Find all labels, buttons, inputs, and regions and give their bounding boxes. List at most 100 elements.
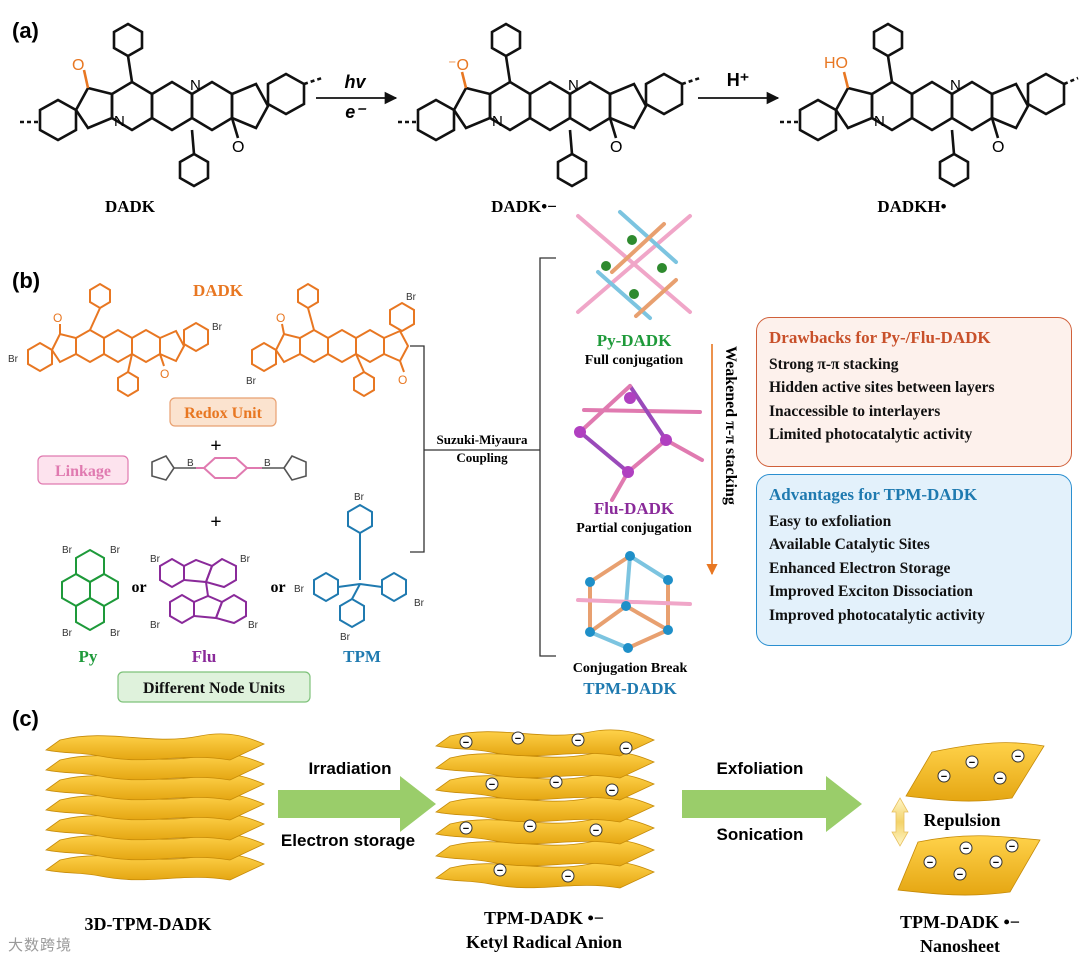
charge: − bbox=[463, 823, 469, 835]
advantages-title: Advantages for TPM-DADK bbox=[769, 485, 978, 504]
monomer1-o-2: O bbox=[160, 367, 169, 381]
caption-radical-anion-1: TPM-DADK •− bbox=[484, 908, 604, 928]
ho-label: HO bbox=[824, 55, 848, 72]
panel-c-label: (c) bbox=[12, 706, 39, 731]
tpm-node bbox=[313, 503, 407, 629]
charge: − bbox=[515, 733, 521, 745]
charge: − bbox=[993, 857, 999, 869]
weakened-stacking-label: Weakened π-π stacking bbox=[722, 346, 739, 505]
tpm-br-1: Br bbox=[354, 492, 365, 503]
linkage-label: Linkage bbox=[55, 463, 111, 480]
radical-ring-o: O bbox=[610, 139, 622, 156]
flu-br-4: Br bbox=[248, 620, 259, 631]
coupling-line2: Coupling bbox=[456, 450, 508, 465]
monomer2-o-2: O bbox=[398, 373, 407, 387]
or-1: or bbox=[131, 579, 146, 596]
charge: − bbox=[623, 743, 629, 755]
monomer1-o-1: O bbox=[53, 311, 62, 325]
radical-co-bond bbox=[460, 71, 468, 89]
advantage-item: Enhanced Electron Storage bbox=[769, 559, 951, 577]
dadk-ring-n-2: N bbox=[190, 77, 201, 94]
spirobifluorene-node bbox=[159, 557, 247, 625]
advantage-item: Improved Exciton Dissociation bbox=[769, 583, 973, 600]
dadk-name: DADK bbox=[105, 197, 156, 216]
reactant-bracket bbox=[410, 345, 425, 553]
charge: − bbox=[927, 857, 933, 869]
tpm-label: TPM bbox=[343, 647, 381, 666]
monomer2-o-1: O bbox=[276, 311, 285, 325]
advantage-item: Available Catalytic Sites bbox=[769, 536, 930, 553]
dadk-ring-o: O bbox=[232, 139, 244, 156]
nanosheet-bottom bbox=[897, 835, 1041, 896]
advantages-box: Advantages for TPM-DADK Easy to exfoliat… bbox=[756, 474, 1072, 646]
tpm-br-3: Br bbox=[414, 598, 425, 609]
charge: − bbox=[575, 735, 581, 747]
charge: − bbox=[593, 825, 599, 837]
charge: − bbox=[969, 757, 975, 769]
monomer2-br-left: Br bbox=[246, 376, 257, 387]
o-minus-label: ⁻O bbox=[448, 57, 469, 74]
boron-right: B bbox=[264, 458, 271, 469]
tpm-dadk-desc: Conjugation Break bbox=[573, 661, 688, 676]
caption-3d-tpm-dadk: 3D-TPM-DADK bbox=[85, 914, 212, 934]
tpm-dadk-nodes bbox=[585, 551, 673, 653]
pyrene-node bbox=[61, 548, 119, 632]
drawback-item: Strong π-π stacking bbox=[769, 355, 899, 373]
flu-dadk-desc: Partial conjugation bbox=[576, 521, 692, 536]
monomer1-br-left: Br bbox=[8, 354, 19, 365]
nanosheet-top bbox=[905, 742, 1045, 802]
product-bracket bbox=[539, 257, 556, 657]
repulsion-label: Repulsion bbox=[923, 810, 1000, 830]
charge: − bbox=[1015, 751, 1021, 763]
boron-left: B bbox=[187, 458, 194, 469]
charge: − bbox=[963, 843, 969, 855]
flu-dadk-label: Flu-DADK bbox=[594, 499, 675, 518]
pyrene-br-1: Br bbox=[62, 545, 73, 556]
charge: − bbox=[463, 737, 469, 749]
exfoliation-label: Exfoliation bbox=[717, 759, 804, 778]
advantage-item: Improved photocatalytic activity bbox=[769, 606, 985, 624]
monomer2-br-right: Br bbox=[406, 292, 417, 303]
charge: − bbox=[553, 777, 559, 789]
dadkh-coh-bond bbox=[842, 71, 850, 89]
phenylene-ring bbox=[202, 457, 249, 479]
dadkh-molecule bbox=[780, 22, 1079, 188]
dadk-molecule bbox=[20, 22, 323, 188]
radical-ring-n-1: N bbox=[492, 113, 503, 130]
advantage-item: Easy to exfoliation bbox=[769, 512, 892, 530]
node-units-label: Different Node Units bbox=[143, 680, 285, 697]
watermark: 大数跨境 bbox=[8, 936, 73, 954]
electron-charges-stack: − − − − − − − − − − − − bbox=[459, 731, 633, 883]
redox-unit-label: Redox Unit bbox=[184, 405, 262, 422]
plus-sign-2: + bbox=[210, 511, 221, 533]
caption-nanosheet-1: TPM-DADK •− bbox=[900, 912, 1020, 932]
proton-label: H⁺ bbox=[727, 70, 750, 90]
flu-label: Flu bbox=[192, 647, 217, 666]
py-dadk-nodes bbox=[601, 235, 667, 299]
panel-b-label: (b) bbox=[12, 268, 40, 293]
electron-storage-label: Electron storage bbox=[281, 831, 415, 850]
drawbacks-box: Drawbacks for Py-/Flu-DADK Strong π-π st… bbox=[756, 317, 1072, 467]
charge: − bbox=[1009, 841, 1015, 853]
caption-radical-anion-2: Ketyl Radical Anion bbox=[466, 932, 622, 952]
py-dadk-label: Py-DADK bbox=[597, 331, 672, 350]
py-dadk-framework bbox=[576, 210, 692, 320]
charged-sheet-stack bbox=[435, 729, 655, 889]
sheet-stack-3d bbox=[45, 733, 265, 881]
dadk-monomer-2 bbox=[251, 282, 415, 398]
dadk-monomer-1 bbox=[27, 282, 209, 398]
drawback-item: Hidden active sites between layers bbox=[769, 379, 995, 396]
drawback-item: Inaccessible to interlayers bbox=[769, 402, 941, 420]
pyrene-br-2: Br bbox=[110, 545, 121, 556]
hv-label: hv bbox=[344, 72, 366, 92]
tpm-br-2: Br bbox=[294, 584, 305, 595]
plus-sign-1: + bbox=[210, 435, 221, 457]
charge: − bbox=[527, 821, 533, 833]
charge: − bbox=[941, 771, 947, 783]
dadkh-ring-n-1: N bbox=[874, 113, 885, 130]
sonication-label: Sonication bbox=[717, 825, 804, 844]
charge: − bbox=[489, 779, 495, 791]
flu-br-3: Br bbox=[150, 620, 161, 631]
electron-label: e⁻ bbox=[345, 102, 367, 122]
